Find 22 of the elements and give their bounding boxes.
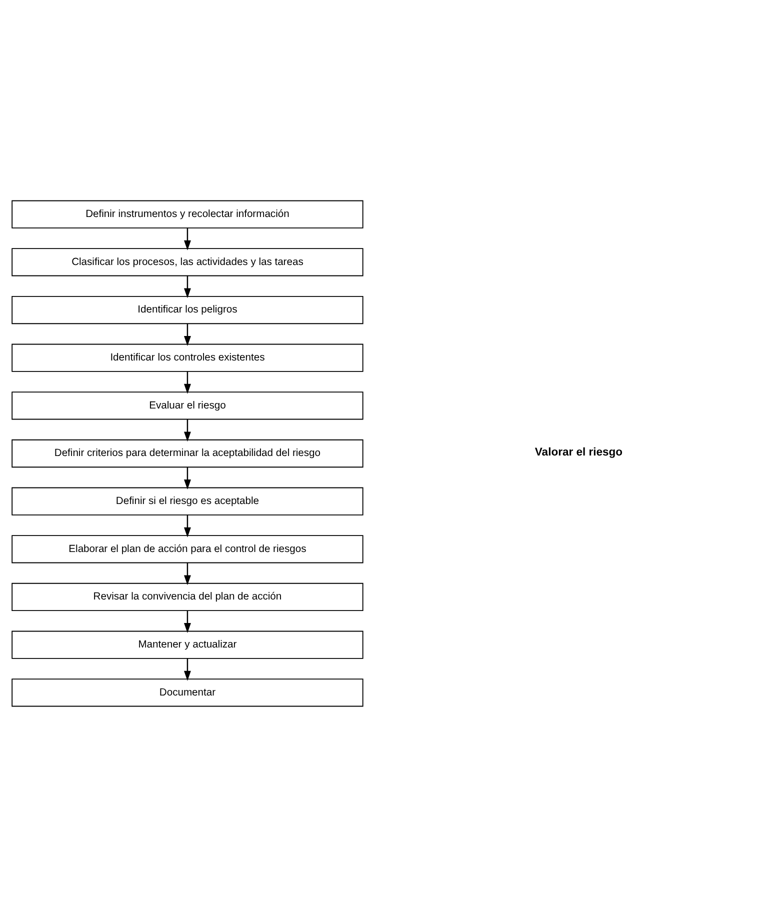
node-box: Evaluar el riesgo <box>12 392 364 420</box>
node-box: Revisar la convivencia del plan de acción <box>12 582 364 612</box>
arrow <box>184 562 191 586</box>
node-box: Mantener y actualizar <box>12 630 364 659</box>
arrow <box>184 610 191 633</box>
arrow <box>184 515 191 538</box>
node-box: Identificar los controles existentes <box>12 344 364 372</box>
node-box: Definir instrumentos y recolectar información <box>12 200 364 228</box>
node-box: Definir criterios para determinar la aceptabilidad del riesgo <box>12 439 364 468</box>
arrow <box>184 228 191 250</box>
node-box: Clasificar los procesos, las actividades y las tareas <box>12 248 364 276</box>
node-box: Identificar los peligros <box>12 296 364 324</box>
label: Valorar el riesgo <box>534 446 622 458</box>
arrow <box>184 372 191 394</box>
arrow <box>184 419 191 442</box>
arrow <box>184 276 191 298</box>
arrow <box>184 467 191 490</box>
node-box: Documentar <box>12 678 364 707</box>
node-box: Definir si el riesgo es aceptable <box>12 487 364 516</box>
arrow <box>184 324 191 346</box>
arrow <box>184 658 191 681</box>
node-box: Elaborar el plan de acción para el control de riesgos <box>12 535 364 564</box>
